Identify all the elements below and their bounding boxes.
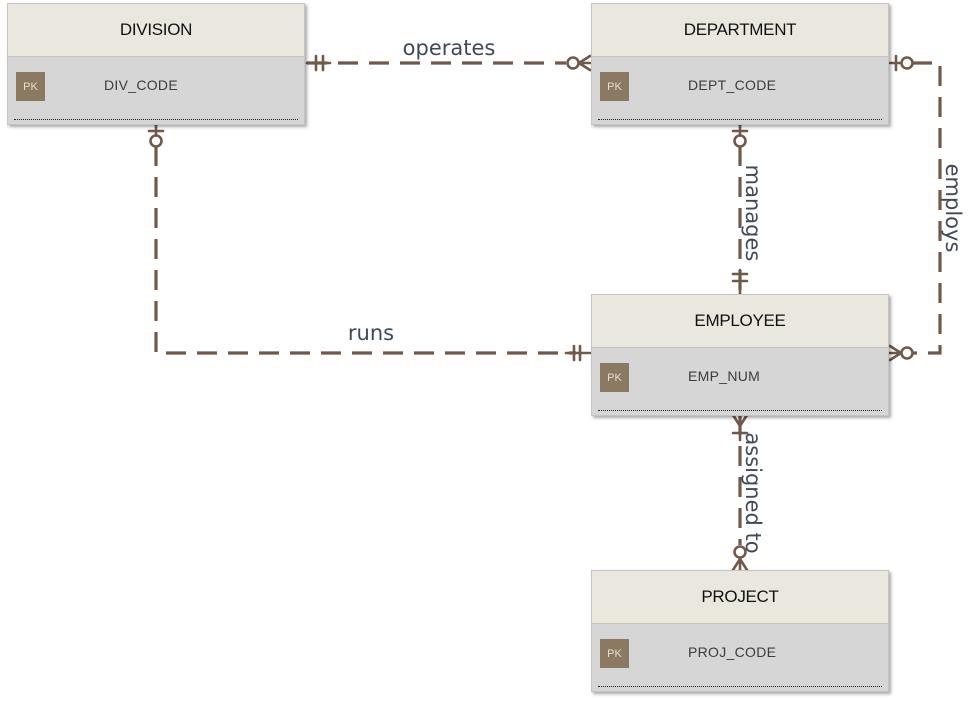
- relationship-label-employs: employs: [941, 164, 965, 253]
- attribute-name: DEPT_CODE: [688, 77, 777, 93]
- cardinality-zero-one-icon: [731, 122, 749, 148]
- primary-key-badge: PK: [600, 639, 629, 668]
- relationship-label-runs: runs: [348, 321, 394, 345]
- entity-divider: [14, 119, 298, 120]
- relationship-line-employs: [912, 61, 942, 355]
- primary-key-badge: PK: [600, 72, 629, 101]
- entity-division[interactable]: DIVISION PK DIV_CODE: [7, 3, 305, 125]
- cardinality-zero-one-icon: [888, 54, 914, 72]
- entity-divider: [598, 119, 882, 120]
- entity-divider: [598, 410, 882, 411]
- entity-body: PK DEPT_CODE: [592, 57, 888, 126]
- entity-title: PROJECT: [592, 571, 888, 624]
- primary-key-badge: PK: [16, 72, 45, 101]
- relationship-line-runs: [154, 146, 576, 355]
- entity-employee[interactable]: EMPLOYEE PK EMP_NUM: [591, 294, 889, 416]
- entity-project[interactable]: PROJECT PK PROJ_CODE: [591, 570, 889, 692]
- entity-body: PK PROJ_CODE: [592, 624, 888, 693]
- cardinality-zero-many-icon: [566, 54, 592, 72]
- entity-body: PK DIV_CODE: [8, 57, 304, 126]
- cardinality-zero-many-icon: [888, 344, 914, 362]
- cardinality-one-icon: [731, 268, 749, 296]
- cardinality-one-icon: [564, 344, 592, 362]
- attribute-name: PROJ_CODE: [688, 644, 777, 660]
- cardinality-zero-one-icon: [147, 122, 165, 148]
- cardinality-zero-many-icon: [731, 545, 749, 572]
- entity-department[interactable]: DEPARTMENT PK DEPT_CODE: [591, 3, 889, 125]
- attribute-name: DIV_CODE: [104, 77, 178, 93]
- cardinality-one-many-icon: [731, 413, 749, 442]
- entity-body: PK EMP_NUM: [592, 348, 888, 417]
- entity-title: DIVISION: [8, 4, 304, 57]
- entity-title: EMPLOYEE: [592, 295, 888, 348]
- relationship-label-assigned-to: assigned to: [741, 432, 765, 553]
- primary-key-badge: PK: [600, 363, 629, 392]
- relationship-label-operates: operates: [403, 36, 496, 60]
- attribute-name: EMP_NUM: [688, 368, 761, 384]
- cardinality-one-icon: [305, 54, 332, 72]
- relationship-label-manages: manages: [741, 165, 765, 262]
- entity-divider: [598, 686, 882, 687]
- entity-title: DEPARTMENT: [592, 4, 888, 57]
